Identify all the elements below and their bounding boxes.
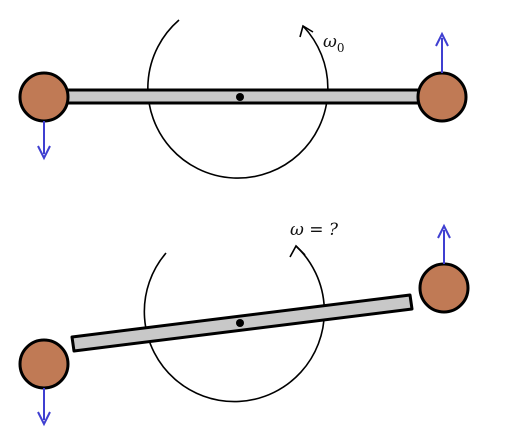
bottom-omega-label: ω = ? [290, 220, 339, 240]
top-omega-label: ω0 [323, 32, 345, 55]
top-rotation-arrowhead [299, 24, 314, 38]
bottom-pivot [236, 319, 244, 327]
top-pivot [236, 93, 244, 101]
top-left-velocity-arrow [37, 121, 51, 161]
top-right-ball [416, 71, 468, 123]
top-left-ball [18, 71, 70, 123]
bottom-left-ball [18, 338, 70, 390]
bottom-rotation-arc [143, 245, 326, 403]
bottom-panel: ω = ? [18, 220, 470, 427]
bottom-right-velocity-arrow [437, 223, 451, 264]
bottom-right-ball [418, 262, 470, 314]
top-panel: ω0 [18, 19, 468, 179]
top-right-velocity-arrow [435, 31, 449, 73]
top-rotation-arc [147, 19, 329, 179]
bottom-left-velocity-arrow [37, 388, 51, 427]
bottom-rotation-arrowhead [289, 244, 306, 258]
